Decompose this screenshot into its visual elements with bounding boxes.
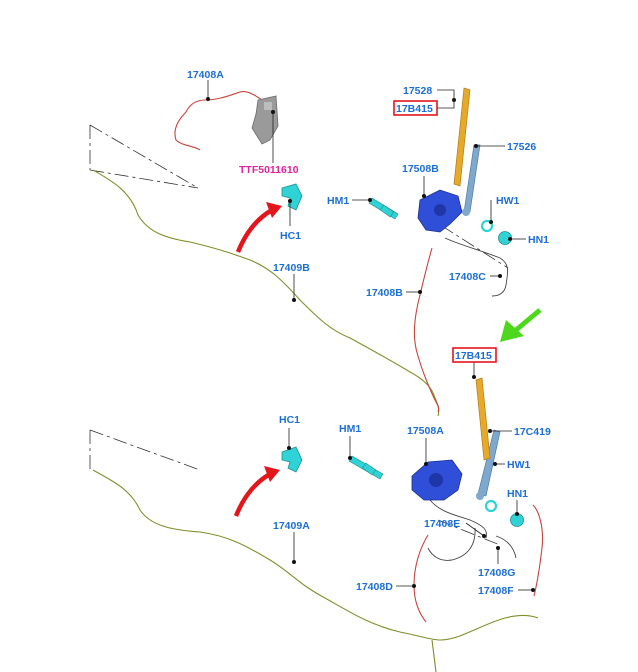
callout-HM1-upper: HM1: [327, 195, 349, 207]
stud-HM1-upper: [368, 197, 399, 220]
clip-HC1-upper: [281, 183, 303, 211]
callout-HW1-upper: HW1: [496, 195, 519, 207]
callout-HC1-lower: HC1: [279, 414, 300, 426]
wiper-motor-17508B: [417, 189, 463, 233]
callout-17408E: 17408E: [424, 518, 460, 530]
callout-17526: 17526: [507, 141, 536, 153]
harness-17408E-G: [427, 499, 517, 561]
wiper-arm-17526: [462, 144, 481, 216]
callout-17408B: 17408B: [366, 287, 403, 299]
clip-HC1-lower: [281, 446, 303, 473]
callout-17408G: 17408G: [478, 567, 515, 579]
callout-HN1-lower: HN1: [507, 488, 528, 500]
washer-HW1-lower: [484, 499, 498, 513]
leaders: [206, 80, 535, 592]
arrow-red-lower: [233, 466, 280, 517]
harness-17409A: [92, 469, 539, 672]
callout-17409B: 17409B: [273, 262, 310, 274]
callout-17508B: 17508B: [402, 163, 439, 175]
stud-HM1-lower: [348, 455, 384, 480]
callout-17408F: 17408F: [478, 585, 514, 597]
wiper-blade-lower: [475, 377, 491, 461]
bracket-part: [251, 95, 279, 145]
highlight-17B415-lower: [452, 347, 497, 363]
washer-HW1-upper: [480, 219, 494, 233]
callout-17B415-upper: 17B415: [396, 103, 433, 115]
highlight-17B415-upper: [393, 100, 438, 116]
harness-17408B: [413, 247, 440, 413]
callout-17408A: 17408A: [187, 69, 224, 81]
callout-17409A: 17409A: [273, 520, 310, 532]
callout-HW1-lower: HW1: [507, 459, 530, 471]
callout-HC1-upper: HC1: [280, 230, 301, 242]
callout-TTF5011610: TTF5011610: [239, 164, 299, 176]
callout-HN1-upper: HN1: [528, 234, 549, 246]
harness-17408F: [532, 504, 544, 597]
arrow-red-upper: [235, 202, 282, 253]
callouts: 17408A TTF5011610 HC1 17409B 17528 17B41…: [187, 69, 551, 597]
harness-17408A: [174, 91, 263, 151]
callout-17C419: 17C419: [514, 426, 551, 438]
callout-17508A: 17508A: [407, 425, 444, 437]
harness-17408D: [413, 534, 429, 623]
harness-17408C: [444, 237, 509, 297]
wiper-blade-upper: [453, 87, 471, 187]
arrow-green: [500, 308, 542, 342]
callout-17B415-lower: 17B415: [455, 350, 492, 362]
callout-HM1-lower: HM1: [339, 423, 361, 435]
wiper-motor-17508A: [411, 459, 463, 501]
callout-17408D: 17408D: [356, 581, 393, 593]
callout-17528: 17528: [403, 85, 432, 97]
callout-17408C: 17408C: [449, 271, 486, 283]
body-outline: [89, 124, 509, 546]
